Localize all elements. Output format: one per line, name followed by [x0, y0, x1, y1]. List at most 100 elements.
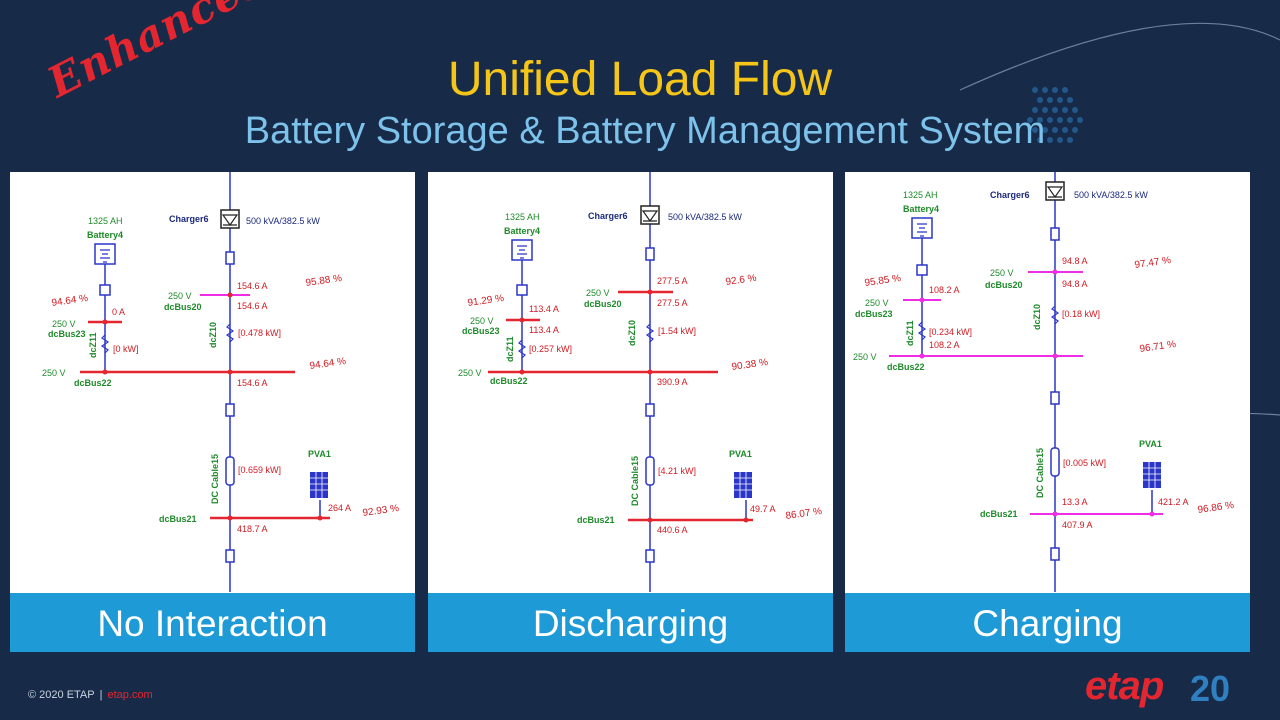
bus23-current: 0 A	[112, 307, 125, 317]
diagram-charging: Charger6 500 kVA/382.5 kW 1325 AH Batter…	[853, 172, 1235, 592]
z10-power: [0.18 kW]	[1062, 309, 1100, 319]
bus20-label: dcBus20	[985, 280, 1023, 290]
bus23-label: dcBus23	[48, 329, 86, 339]
bus23-label: dcBus23	[855, 309, 893, 319]
cable-label: DC Cable15	[630, 456, 640, 506]
z11-label: dcZ11	[905, 320, 915, 346]
bus20-voltage: 250 V	[990, 268, 1014, 278]
bus20-out-current: 154.6 A	[237, 301, 268, 311]
battery-ah: 1325 AH	[505, 212, 540, 222]
diagram-no-interaction: Charger6 500 kVA/382.5 kW 1325 AH Batter…	[42, 172, 400, 592]
bus21-current: 418.7 A	[237, 524, 268, 534]
z10-label: dcZ10	[1032, 304, 1042, 330]
charger-rating: 500 kVA/382.5 kW	[1074, 190, 1148, 200]
bus20-percent: 97.47 %	[1134, 255, 1172, 271]
charger-label: Charger6	[990, 190, 1030, 200]
pv-label: PVA1	[308, 449, 331, 459]
z10-power: [1.54 kW]	[658, 326, 696, 336]
z10-power: [0.478 kW]	[238, 328, 281, 338]
bus21-percent: 86.07 %	[785, 506, 823, 522]
bus23-voltage: 250 V	[52, 319, 76, 329]
bus23-percent: 91.29 %	[467, 293, 505, 309]
cable-power: [0.005 kW]	[1063, 458, 1106, 468]
footer: © 2020 ETAP | etap.com	[28, 689, 153, 701]
cable-power: [0.659 kW]	[238, 465, 281, 475]
bus20-in-current: 154.6 A	[237, 281, 268, 291]
battery-label: Battery4	[87, 230, 123, 240]
bus22-voltage: 250 V	[42, 368, 66, 378]
bus22-voltage: 250 V	[853, 352, 877, 362]
bus20-out-current: 277.5 A	[657, 298, 688, 308]
charger-rating: 500 kVA/382.5 kW	[668, 212, 742, 222]
cable-current: 13.3 A	[1062, 497, 1088, 507]
z10-label: dcZ10	[208, 322, 218, 348]
etap-20-logo-number: 20	[1190, 668, 1231, 709]
battery-ah: 1325 AH	[88, 216, 123, 226]
page-title: Unified Load Flow	[447, 53, 833, 106]
cable-label: DC Cable15	[210, 454, 220, 504]
bus20-percent: 95.88 %	[305, 273, 343, 289]
diagram-discharging: Charger6 500 kVA/382.5 kW 1325 AH Batter…	[458, 172, 823, 592]
bus21-percent: 92.93 %	[362, 503, 400, 519]
bus23-percent: 94.64 %	[51, 293, 89, 309]
bus22-voltage: 250 V	[458, 368, 482, 378]
pv-current: 49.7 A	[750, 504, 776, 514]
bus22-label: dcBus22	[887, 362, 925, 372]
bus20-label: dcBus20	[164, 302, 202, 312]
panel-discharging: Charger6 500 kVA/382.5 kW 1325 AH Batter…	[428, 172, 833, 652]
bus20-in-current: 277.5 A	[657, 276, 688, 286]
etap-logo: etap	[1085, 664, 1164, 708]
z10-label: dcZ10	[627, 320, 637, 346]
bus20-voltage: 250 V	[168, 291, 192, 301]
bus20-label: dcBus20	[584, 299, 622, 309]
page-subtitle: Battery Storage & Battery Management Sys…	[244, 110, 1046, 152]
bus23-current: 113.4 A	[529, 304, 559, 314]
bus22-label: dcBus22	[490, 376, 528, 386]
bus20-in-current: 94.8 A	[1062, 256, 1088, 266]
panel-charging: Charger6 500 kVA/382.5 kW 1325 AH Batter…	[845, 172, 1250, 652]
pv-label: PVA1	[1139, 439, 1162, 449]
caption-charging: Charging	[845, 593, 1250, 652]
cable-power: [4.21 kW]	[658, 466, 696, 476]
caption-discharging: Discharging	[428, 593, 833, 652]
charger-rating: 500 kVA/382.5 kW	[246, 216, 320, 226]
website-link[interactable]: etap.com	[107, 689, 153, 701]
bus22-percent: 90.38 %	[731, 357, 769, 373]
bus22-current: 390.9 A	[657, 377, 688, 387]
z11-power: [0.257 kW]	[529, 344, 572, 354]
bus23-voltage: 250 V	[470, 316, 494, 326]
bus23-voltage: 250 V	[865, 298, 889, 308]
z11-power: [0 kW]	[113, 344, 139, 354]
charger-label: Charger6	[588, 211, 628, 221]
cable-label: DC Cable15	[1035, 448, 1045, 498]
bus23-current-out: 113.4 A	[529, 325, 559, 335]
pv-current: 421.2 A	[1158, 497, 1189, 507]
bus22-percent: 96.71 %	[1139, 339, 1177, 355]
copyright: © 2020 ETAP	[28, 689, 95, 701]
bus21-label: dcBus21	[577, 515, 615, 525]
panel-no-interaction: Charger6 500 kVA/382.5 kW 1325 AH Batter…	[10, 172, 415, 652]
bus22-percent: 94.64 %	[309, 356, 347, 372]
battery-label: Battery4	[903, 204, 939, 214]
pv-label: PVA1	[729, 449, 752, 459]
bus20-out-current: 94.8 A	[1062, 279, 1088, 289]
bus20-percent: 92.6 %	[725, 273, 757, 288]
pv-current: 264 A	[328, 503, 351, 513]
battery-ah: 1325 AH	[903, 190, 938, 200]
bus21-percent: 96.86 %	[1197, 500, 1235, 516]
bus23-label: dcBus23	[462, 326, 500, 336]
z11-label: dcZ11	[88, 332, 98, 358]
bus22-current: 154.6 A	[237, 378, 268, 388]
bus20-voltage: 250 V	[586, 288, 610, 298]
footer-separator: |	[99, 689, 103, 701]
battery-label: Battery4	[504, 226, 540, 236]
z11-current: 108.2 A	[929, 340, 960, 350]
bus21-label: dcBus21	[980, 509, 1018, 519]
bus22-label: dcBus22	[74, 378, 112, 388]
charger-label: Charger6	[169, 214, 209, 224]
bus23-current: 108.2 A	[929, 285, 960, 295]
bus21-label: dcBus21	[159, 514, 197, 524]
bus21-current: 407.9 A	[1062, 520, 1093, 530]
z11-label: dcZ11	[505, 336, 515, 362]
bus23-percent: 95.85 %	[864, 273, 902, 289]
